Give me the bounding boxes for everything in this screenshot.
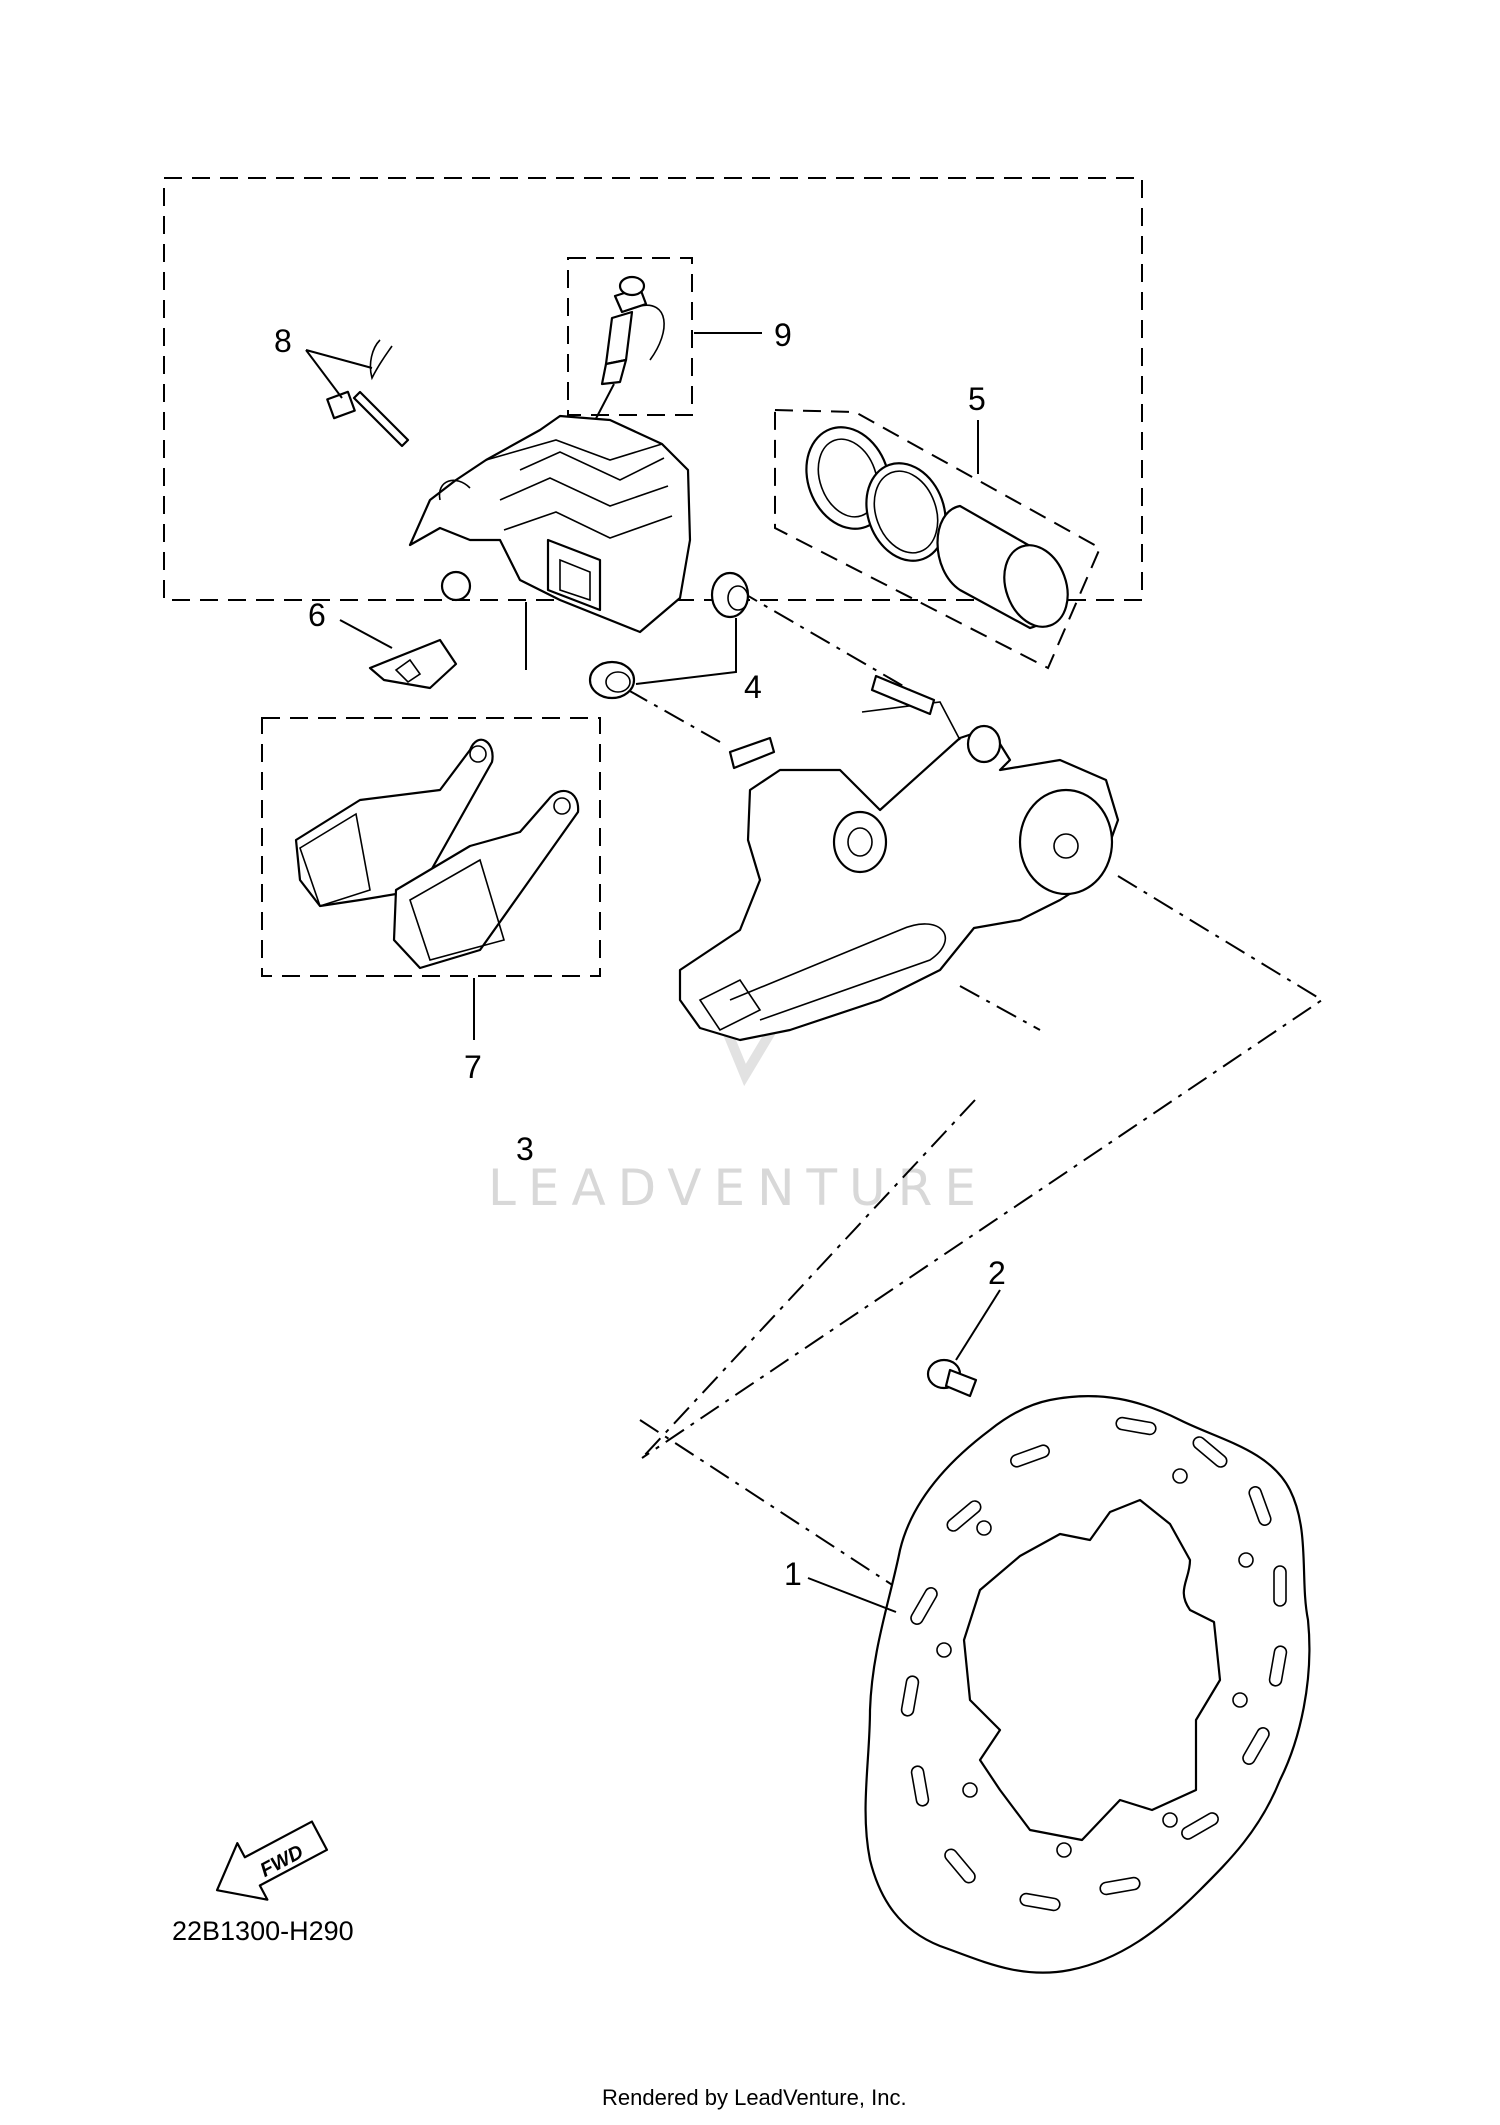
axis-line-caliper-disc [639,1099,976,1460]
piston-kit [805,426,1069,630]
piston-kit-box [774,408,1102,670]
axis-line-bolt [959,985,1041,1031]
callout-9: 9 [774,317,792,353]
callout-3: 3 [516,1131,534,1167]
diagram-code: 22B1300-H290 [172,1916,354,1946]
callout-4: 4 [744,669,762,705]
axis-line-disc [639,1419,901,1591]
bushings [588,571,750,700]
axis-lines [627,589,1324,1459]
pad-pin [305,339,410,448]
callout-5: 5 [968,381,986,417]
callout-1: 1 [784,1556,802,1592]
brake-pads [294,738,580,970]
caliper-body [408,414,692,634]
pad-spring [339,619,458,690]
caliper-bracket [678,674,1120,1042]
brake-pad-box [261,717,601,977]
bleed-screw [589,275,665,431]
callout-6: 6 [308,597,326,633]
watermark-text: LEADVENTURE [488,1159,988,1217]
fwd-arrow-icon: FWD [215,1820,329,1901]
callout-8: 8 [274,323,292,359]
callout-7: 7 [464,1049,482,1085]
callout-2: 2 [988,1255,1006,1291]
disc-bolt [926,1289,1001,1398]
bleed-screw-box [567,257,693,416]
brake-disc [807,1394,1311,1974]
footer-credit: Rendered by LeadVenture, Inc. [602,2085,907,2110]
